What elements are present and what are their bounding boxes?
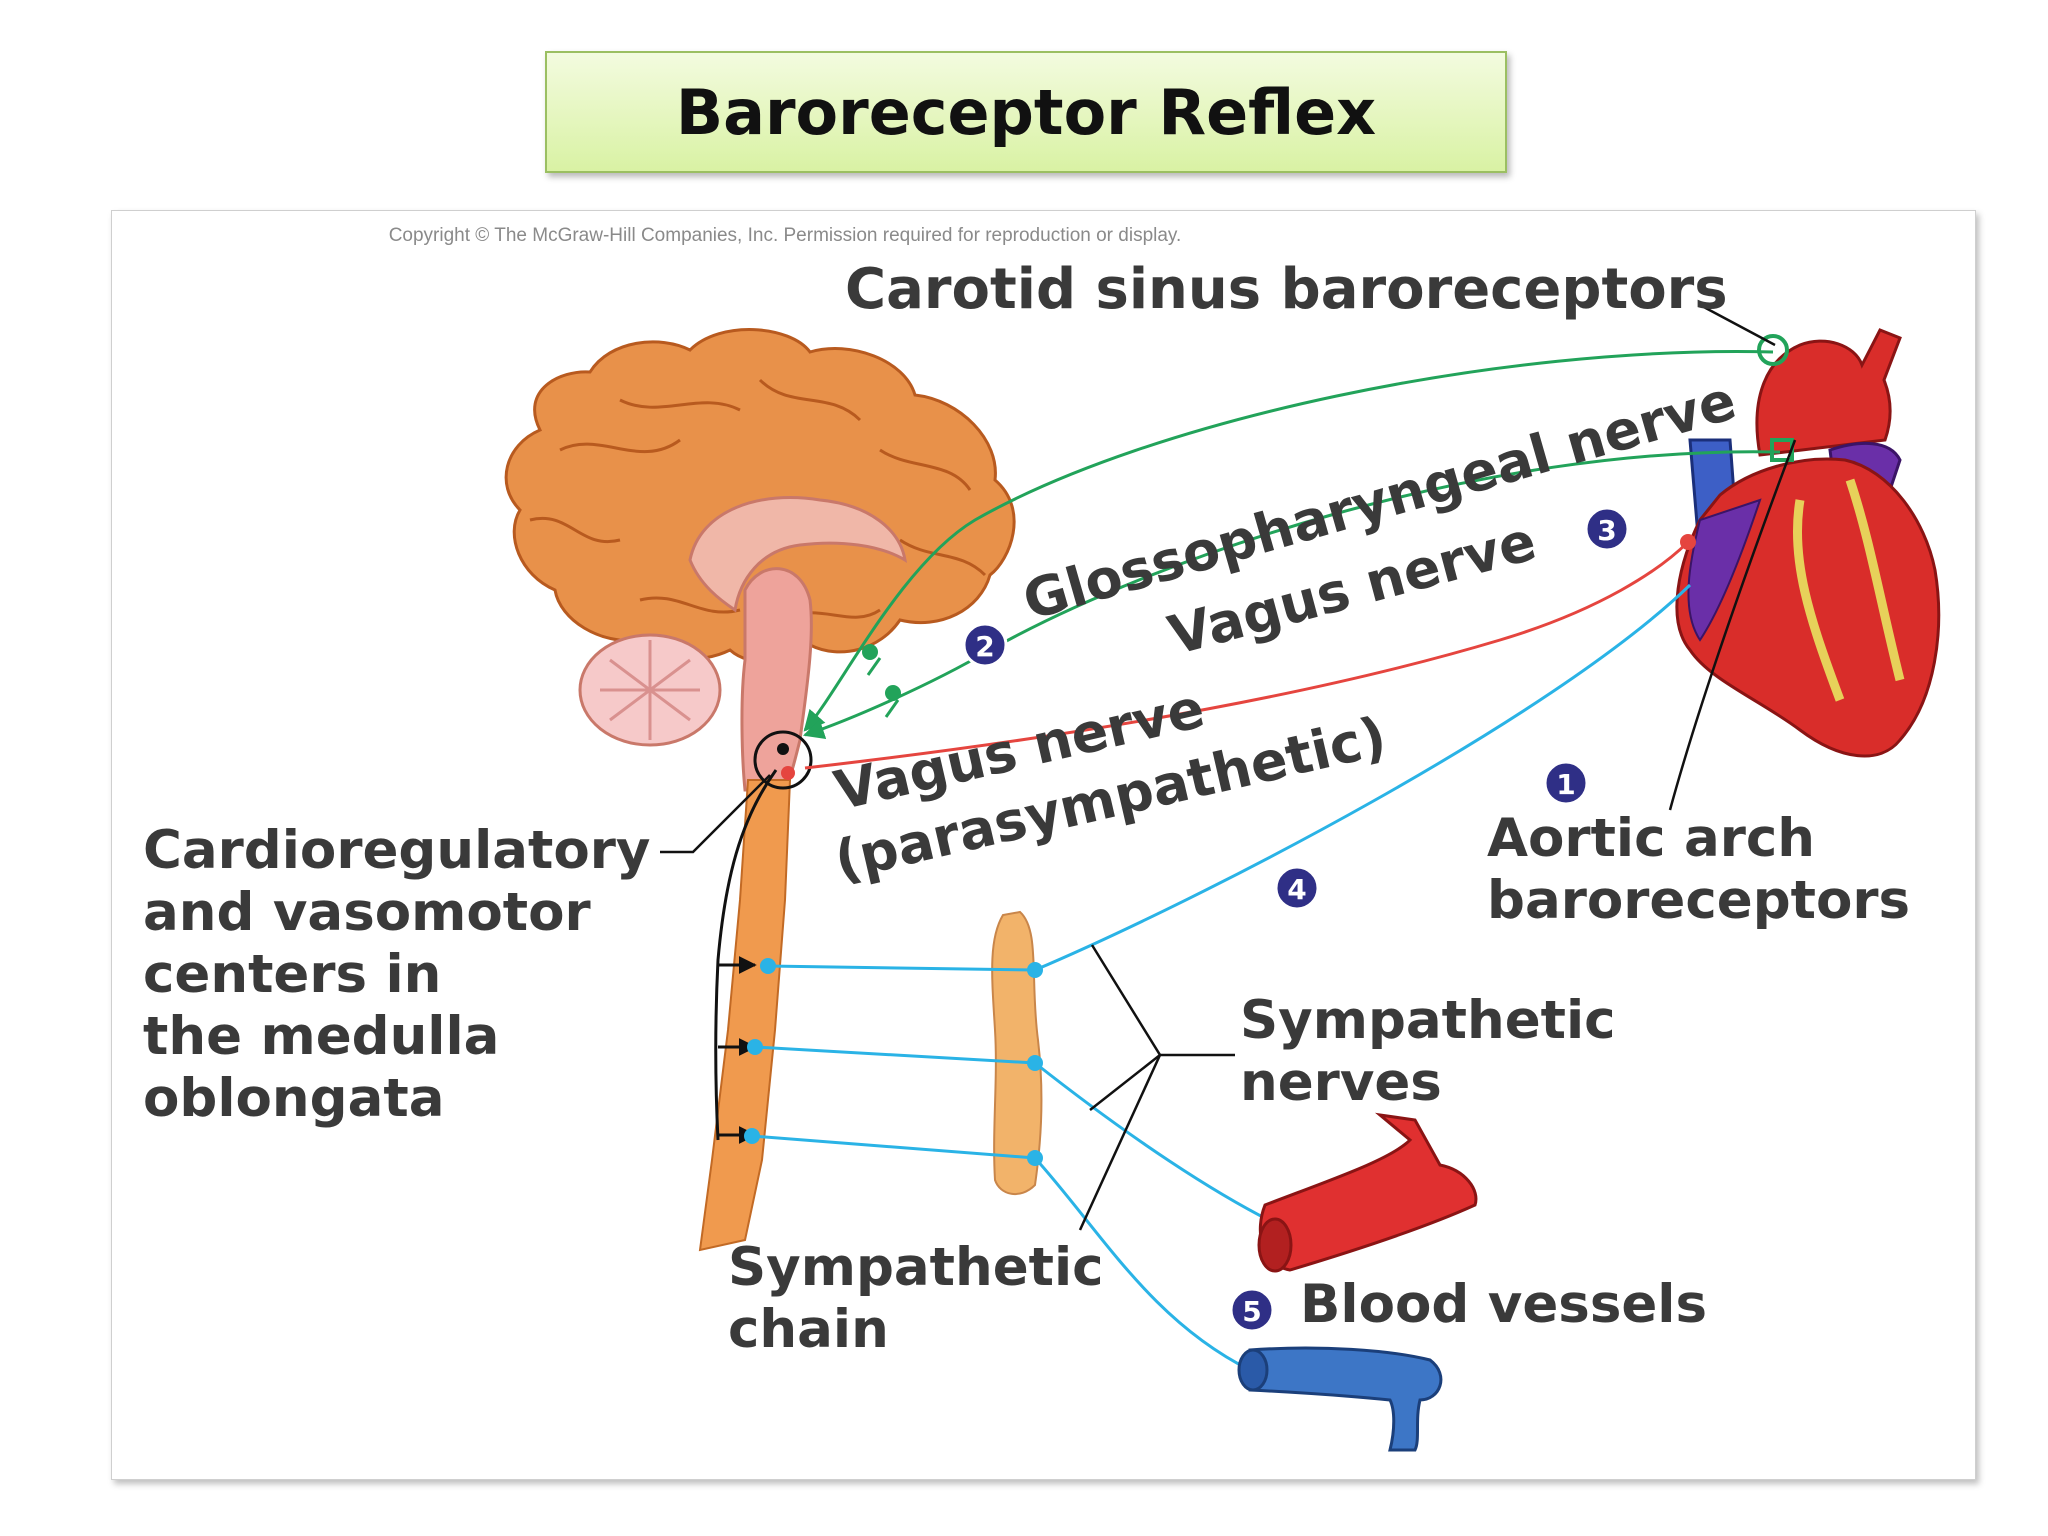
label-centers: Cardioregulatory and vasomotor centers i… <box>143 820 650 1129</box>
label-centers-line: and vasomotor <box>143 882 591 943</box>
sympathetic-chain <box>991 910 1043 1195</box>
label-centers-line: the medulla <box>143 1006 499 1067</box>
svg-text:3: 3 <box>1597 514 1616 547</box>
step-badge-2: 2 <box>962 622 1008 668</box>
label-centers-line: centers in <box>143 944 441 1005</box>
copyright-text: Copyright © The McGraw-Hill Companies, I… <box>389 225 1182 246</box>
heart <box>1675 328 1941 758</box>
diagram-panel <box>111 210 1976 1480</box>
label-symp-chain-line: chain <box>728 1299 889 1360</box>
svg-text:4: 4 <box>1287 873 1306 906</box>
label-symp-chain-line: Sympathetic <box>728 1237 1104 1298</box>
label-aortic-arch: Aortic arch baroreceptors <box>1487 808 1910 931</box>
label-centers-line: Cardioregulatory <box>143 820 650 881</box>
brainstem <box>740 567 813 792</box>
glossopharyngeal-nerve <box>803 350 1774 732</box>
label-symp-nerves-line: Sympathetic <box>1240 990 1616 1051</box>
step-badge-1: 1 <box>1543 760 1589 806</box>
label-aortic-line: Aortic arch <box>1487 808 1815 869</box>
label-sympathetic-nerves: Sympathetic nerves <box>1240 990 1616 1113</box>
step-badge-4: 4 <box>1274 865 1320 911</box>
title-box: Baroreceptor Reflex <box>545 51 1507 173</box>
label-aortic-line: baroreceptors <box>1487 870 1910 931</box>
label-blood-vessels: Blood vessels <box>1300 1274 1707 1335</box>
label-centers-line: oblongata <box>143 1068 444 1129</box>
label-sympathetic-chain: Sympathetic chain <box>728 1237 1104 1360</box>
vagus-sensory-nerve <box>803 450 1781 739</box>
label-symp-nerves-line: nerves <box>1240 1052 1442 1113</box>
step-badge-3: 3 <box>1584 506 1630 552</box>
page-title: Baroreceptor Reflex <box>675 75 1377 149</box>
spinal-cord <box>698 779 792 1252</box>
vagus-parasympathetic-nerve <box>804 540 1690 770</box>
svg-text:5: 5 <box>1242 1295 1261 1328</box>
label-carotid-sinus: Carotid sinus baroreceptors <box>845 257 1728 322</box>
sympathetic-nerves <box>751 583 1692 1372</box>
svg-text:2: 2 <box>975 630 994 663</box>
medulla-centers <box>753 730 813 790</box>
brain <box>504 328 1016 1252</box>
blood-vessels <box>1237 1112 1478 1452</box>
svg-text:1: 1 <box>1556 768 1575 801</box>
step-badge-5: 5 <box>1229 1287 1275 1333</box>
